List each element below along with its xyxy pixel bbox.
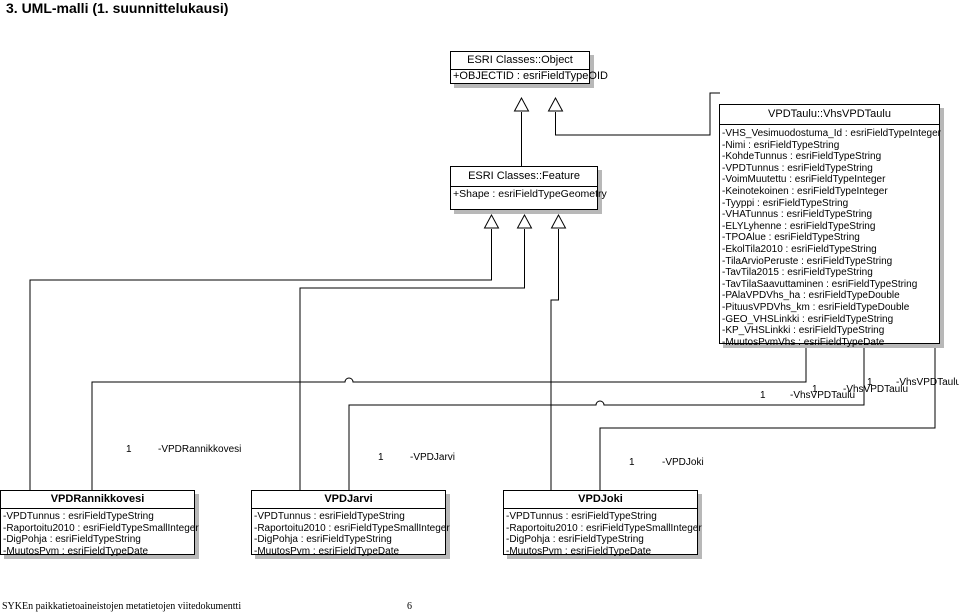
class-attribute: -DigPohja : esriFieldTypeString xyxy=(254,534,392,546)
class-attribute: -VPDTunnus : esriFieldTypeString xyxy=(722,162,873,174)
class-object-title: ESRI Classes::Object xyxy=(451,52,589,70)
class-attribute: -GEO_VHSLinkki : esriFieldTypeString xyxy=(722,313,894,325)
role-label-vhs: -VhsVPDTaulu xyxy=(896,377,959,388)
multiplicity-label: 1 xyxy=(867,377,873,388)
page-number: 6 xyxy=(407,601,412,612)
role-label-jarvi: -VPDJarvi xyxy=(410,452,456,463)
generalization-arrowhead-feature xyxy=(513,96,530,112)
generalization-line-joki xyxy=(550,229,559,490)
class-vhsvpdtaulu[interactable]: VPDTaulu::VhsVPDTaulu -VHS_Vesimuodostum… xyxy=(719,104,941,348)
class-attribute: -Raportoitu2010 : esriFieldTypeSmallInte… xyxy=(506,522,702,534)
class-attribute: -DigPohja : esriFieldTypeString xyxy=(506,534,644,546)
class-vhsvpdtaulu-title: VPDTaulu::VhsVPDTaulu xyxy=(720,105,939,125)
class-attribute: -TilaArvioPeruste : esriFieldTypeString xyxy=(722,255,893,267)
class-vpdjoki[interactable]: VPDJoki -VPDTunnus : esriFieldTypeString… xyxy=(503,490,702,557)
class-attribute: -PituusVPDVhs_km : esriFieldTypeDouble xyxy=(722,301,910,313)
multiplicity-label: 1 xyxy=(126,444,132,455)
association-line-joki xyxy=(599,342,936,490)
class-vpdjoki-title: VPDJoki xyxy=(504,491,697,509)
class-vpdjarvi-title: VPDJarvi xyxy=(252,491,445,509)
class-attribute: +OBJECTID : esriFieldTypeOID xyxy=(453,70,608,82)
class-attribute: -MuutosPvmVhs : esriFieldTypeDate xyxy=(722,336,885,348)
generalization-line-rannikkovesi xyxy=(29,229,492,490)
class-attribute: -VHATunnus : esriFieldTypeString xyxy=(722,209,873,221)
class-attribute: -VHS_Vesimuodostuma_Id : esriFieldTypeIn… xyxy=(722,128,941,139)
class-attribute: -TPOAlue : esriFieldTypeString xyxy=(722,232,860,244)
class-attribute: -VPDTunnus : esriFieldTypeString xyxy=(254,511,405,522)
class-attribute: -VoimMuutettu : esriFieldTypeInteger xyxy=(722,174,886,186)
class-attribute: -TavTilaSaavuttaminen : esriFieldTypeStr… xyxy=(722,278,918,290)
generalization-line-jarvi xyxy=(299,229,525,490)
role-label-rannikkovesi: -VPDRannikkovesi xyxy=(158,444,242,455)
class-attribute: -MuutosPvm : esriFieldTypeDate xyxy=(254,545,400,557)
multiplicity-label: 1 xyxy=(629,457,635,468)
multiplicity-label: 1 xyxy=(378,452,384,463)
class-attribute: -PAlaVPDVhs_ha : esriFieldTypeDouble xyxy=(722,290,900,302)
page-heading: 3. UML-malli (1. suunnittelukausi) xyxy=(6,0,229,16)
class-attribute: -EkolTila2010 : esriFieldTypeString xyxy=(722,243,877,255)
class-attribute: -MuutosPvm : esriFieldTypeDate xyxy=(3,545,149,557)
multiplicity-label: 1 xyxy=(760,390,766,401)
role-label-vhs: -VhsVPDTaulu xyxy=(790,390,856,401)
class-attribute: -DigPohja : esriFieldTypeString xyxy=(3,534,141,546)
generalization-arrowhead-vhs xyxy=(547,96,564,112)
class-vhsvpdtaulu-title-text: VPDTaulu::VhsVPDTaulu xyxy=(768,108,891,120)
generalization-line-vhs xyxy=(555,92,720,136)
class-object[interactable]: ESRI Classes::Object +OBJECTID : esriFie… xyxy=(450,51,608,84)
class-attribute: -Nimi : esriFieldTypeString xyxy=(722,139,840,151)
class-attribute: -VPDTunnus : esriFieldTypeString xyxy=(506,511,657,522)
role-label-joki: -VPDJoki xyxy=(662,457,704,468)
generalization-arrowhead-rannikkovesi xyxy=(483,213,500,229)
class-feature[interactable]: ESRI Classes::Feature +Shape : esriField… xyxy=(450,166,607,210)
class-feature-title: ESRI Classes::Feature xyxy=(451,167,597,187)
class-attribute: -ELYLyhenne : esriFieldTypeString xyxy=(722,220,876,232)
association-line-jarvi xyxy=(348,342,865,490)
class-attribute: -TavTila2015 : esriFieldTypeString xyxy=(722,267,873,279)
class-attribute: -Raportoitu2010 : esriFieldTypeSmallInte… xyxy=(254,522,450,534)
class-attribute: -Tyyppi : esriFieldTypeString xyxy=(722,197,849,209)
class-attribute: -MuutosPvm : esriFieldTypeDate xyxy=(506,545,652,557)
class-attribute: -Raportoitu2010 : esriFieldTypeSmallInte… xyxy=(3,522,199,534)
association-line-rannikkovesi xyxy=(91,342,807,490)
class-attribute: -VPDTunnus : esriFieldTypeString xyxy=(3,511,154,522)
role-label-vhs: -VhsVPDTaulu xyxy=(843,384,909,395)
class-attribute: -KP_VHSLinkki : esriFieldTypeString xyxy=(722,325,885,337)
document-footer: SYKEn paikkatietoaineistojen metatietoje… xyxy=(2,601,242,612)
class-vpdjarvi[interactable]: VPDJarvi -VPDTunnus : esriFieldTypeStrin… xyxy=(251,490,450,557)
class-attribute: +Shape : esriFieldTypeGeometry xyxy=(453,188,607,200)
class-vpdrannikkovesi[interactable]: VPDRannikkovesi -VPDTunnus : esriFieldTy… xyxy=(0,490,199,557)
generalization-arrowhead-jarvi xyxy=(516,213,533,229)
generalization-arrowhead-joki xyxy=(550,213,567,229)
class-vpdrannikkovesi-title: VPDRannikkovesi xyxy=(1,491,194,509)
multiplicity-label: 1 xyxy=(812,384,818,395)
class-attribute: -Keinotekoinen : esriFieldTypeInteger xyxy=(722,185,888,197)
class-attribute: -KohdeTunnus : esriFieldTypeString xyxy=(722,151,882,163)
